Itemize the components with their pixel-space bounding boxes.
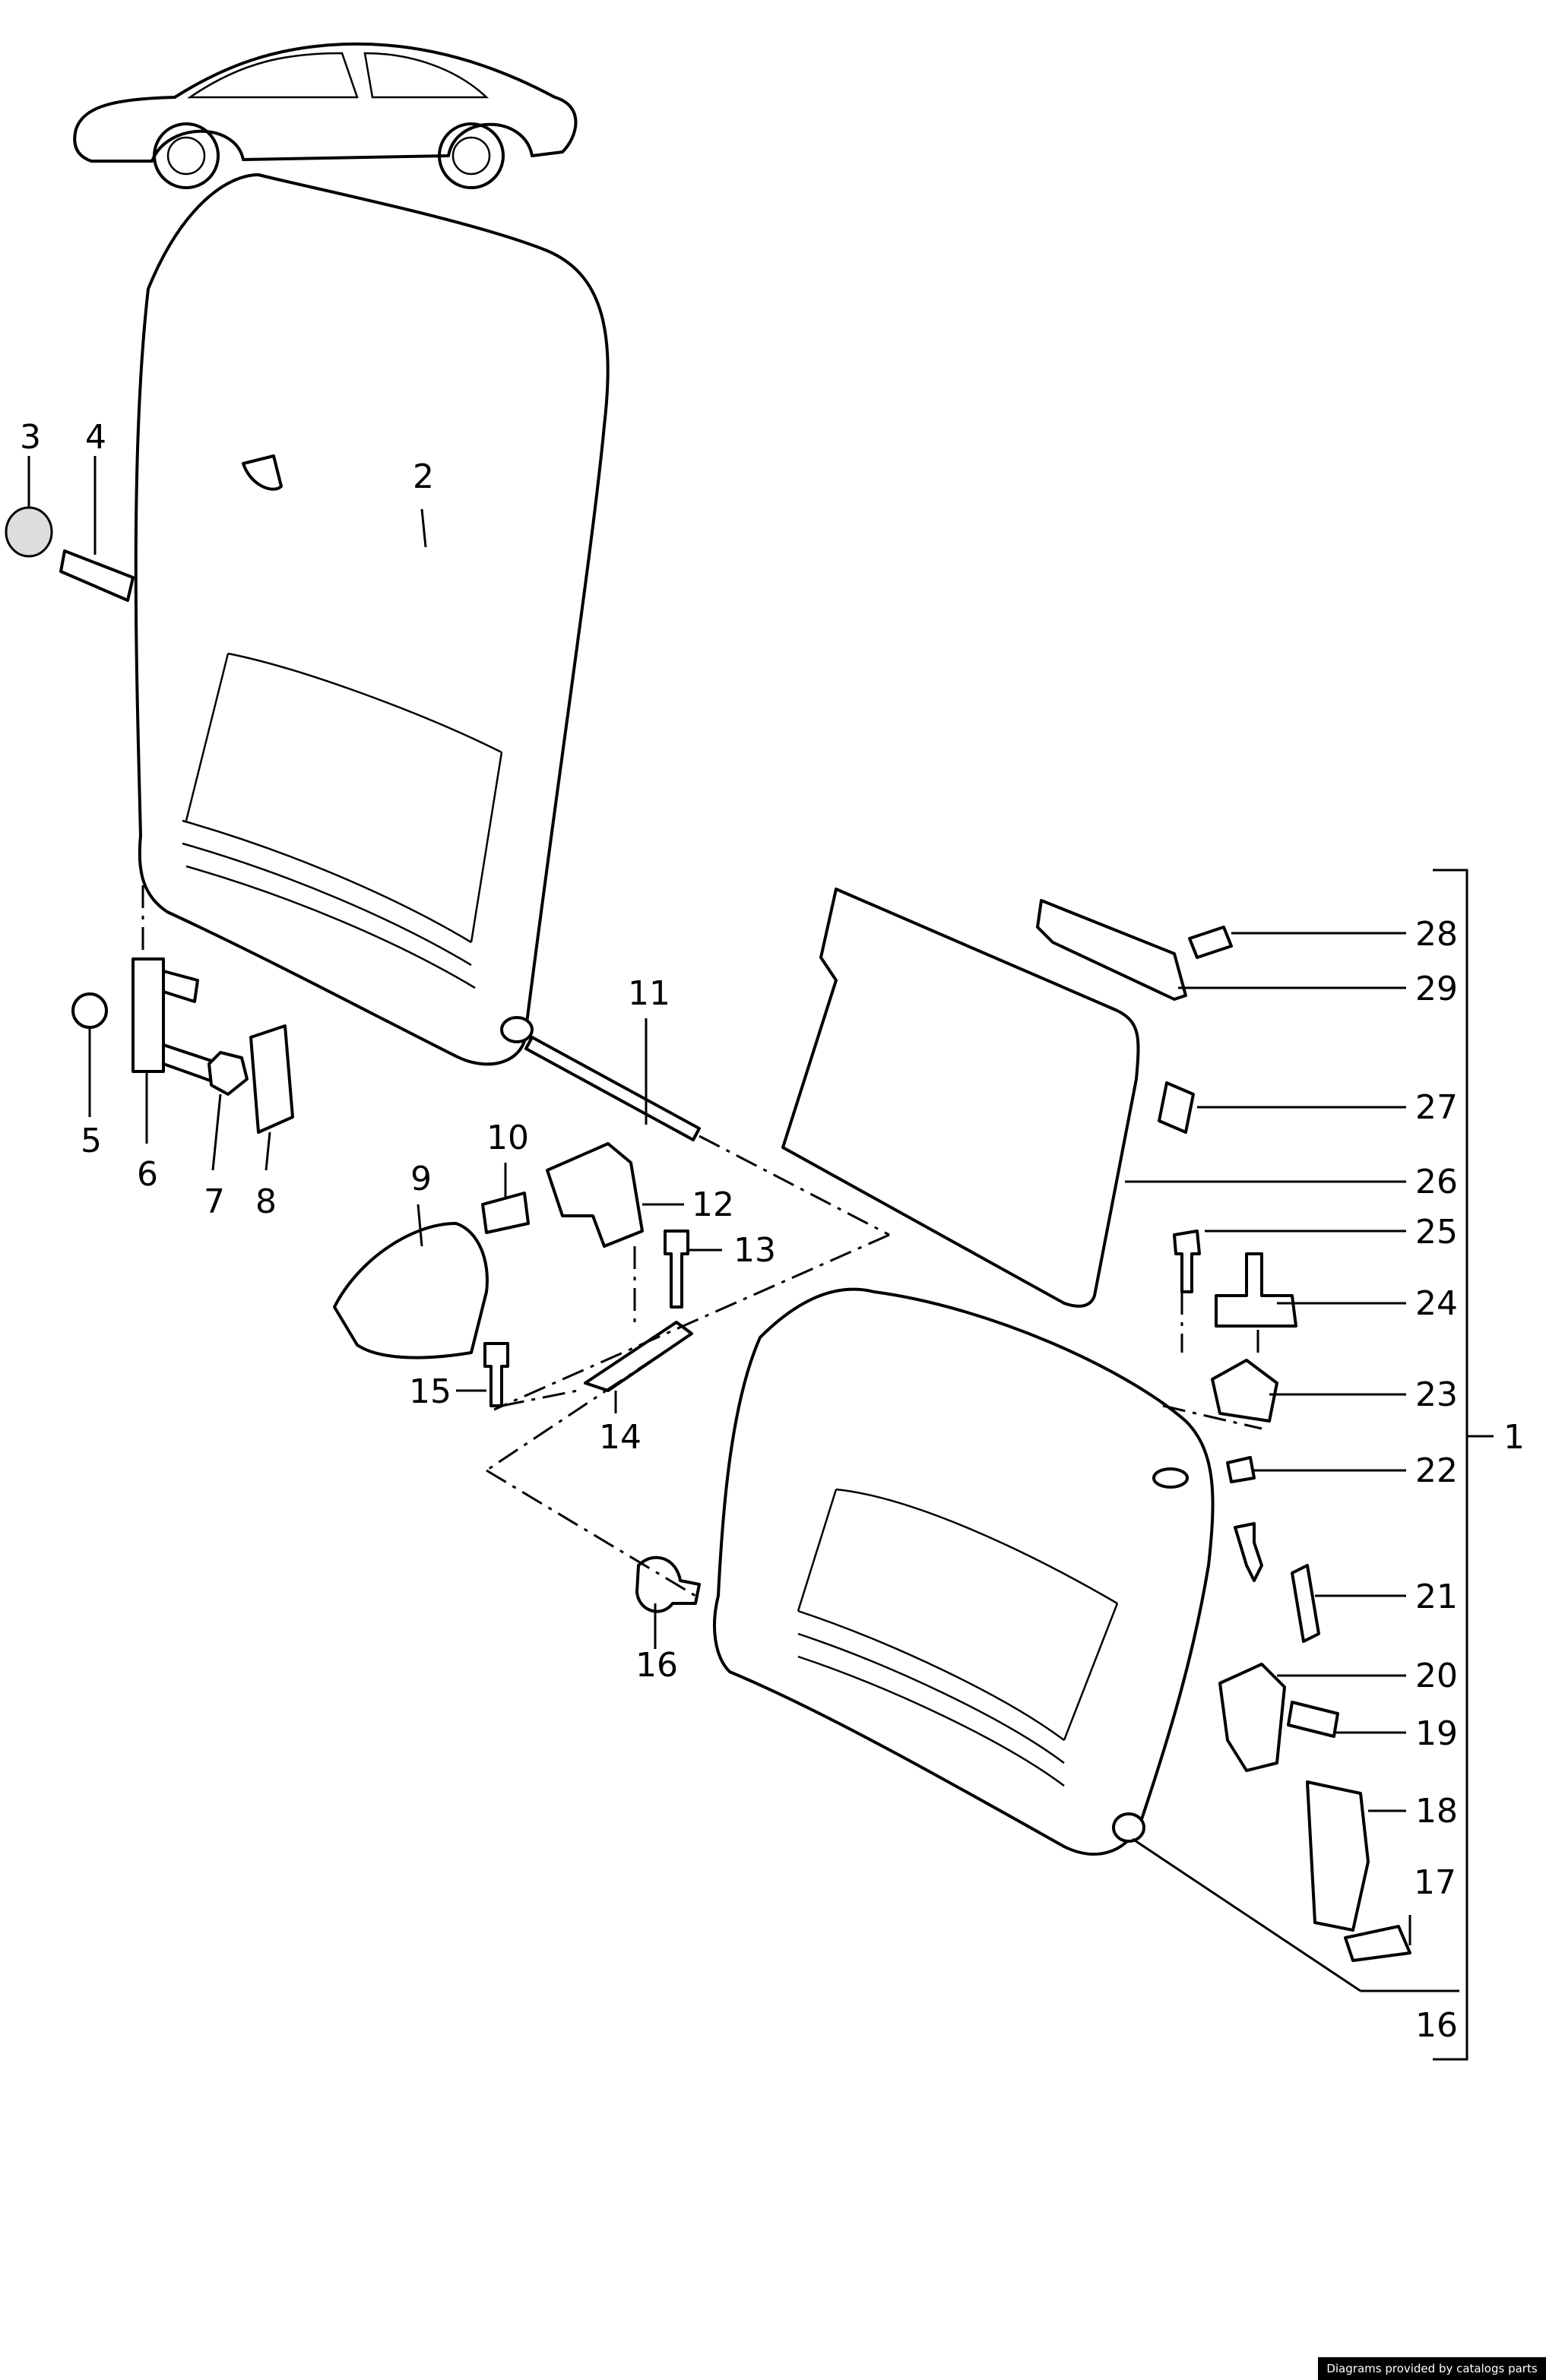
label-3: 3: [20, 418, 41, 457]
bushing-16: [635, 1556, 701, 1613]
label-14: 14: [599, 1418, 642, 1457]
label-15: 15: [409, 1372, 451, 1411]
label-18: 18: [1415, 1792, 1458, 1831]
backrest-panel-26: [781, 888, 1140, 1308]
strip-29: [1036, 899, 1187, 1001]
label-28: 28: [1415, 915, 1458, 954]
label-17: 17: [1414, 1863, 1456, 1902]
label-5: 5: [81, 1122, 102, 1160]
trim-cover-9: [333, 1222, 489, 1359]
clip-27: [1158, 1081, 1195, 1134]
part-number-labels: 1 2 3 4 5 6 7 8 9 10 11 12 13 14 15 16 1…: [20, 418, 1525, 2045]
label-22: 22: [1415, 1451, 1458, 1490]
label-29: 29: [1415, 970, 1458, 1008]
hinge-hardware-right: [1162, 1230, 1411, 1962]
label-16b: 16: [1415, 2006, 1458, 2045]
assembly-lines: [486, 1135, 890, 1597]
screw-13: [664, 1230, 689, 1309]
label-25: 25: [1415, 1213, 1458, 1252]
label-24: 24: [1415, 1284, 1458, 1323]
rod-11: [524, 1036, 701, 1141]
label-9: 9: [410, 1160, 432, 1198]
credit-banner: Diagrams provided by catalogs parts: [1318, 2357, 1546, 2380]
label-16a: 16: [635, 1646, 678, 1685]
label-4: 4: [85, 418, 106, 457]
label-13: 13: [733, 1231, 776, 1270]
label-21: 21: [1415, 1578, 1458, 1616]
label-1: 1: [1503, 1418, 1525, 1457]
car-thumbnail: [73, 42, 578, 189]
seat-backrest-lower: [713, 1287, 1215, 1856]
label-11: 11: [628, 974, 670, 1013]
label-7: 7: [204, 1182, 225, 1221]
cap-3: [5, 506, 53, 558]
label-8: 8: [255, 1182, 277, 1221]
screw-28: [1188, 926, 1233, 959]
label-27: 27: [1415, 1088, 1458, 1127]
seat-backrest-upper: [134, 173, 610, 1066]
bolt-10: [481, 1192, 530, 1234]
bracket-12: [546, 1142, 644, 1248]
label-6: 6: [137, 1155, 158, 1194]
label-20: 20: [1415, 1657, 1458, 1695]
label-10: 10: [486, 1119, 529, 1157]
screw-15: [483, 1342, 509, 1407]
pin-4: [59, 549, 135, 602]
label-26: 26: [1415, 1163, 1458, 1201]
leader-lines: [27, 456, 1494, 2061]
label-19: 19: [1415, 1714, 1458, 1753]
label-23: 23: [1415, 1375, 1458, 1414]
label-2: 2: [413, 457, 434, 496]
plate-14: [584, 1321, 693, 1392]
hinge-hardware-left: [71, 885, 294, 1134]
label-12: 12: [692, 1185, 734, 1224]
